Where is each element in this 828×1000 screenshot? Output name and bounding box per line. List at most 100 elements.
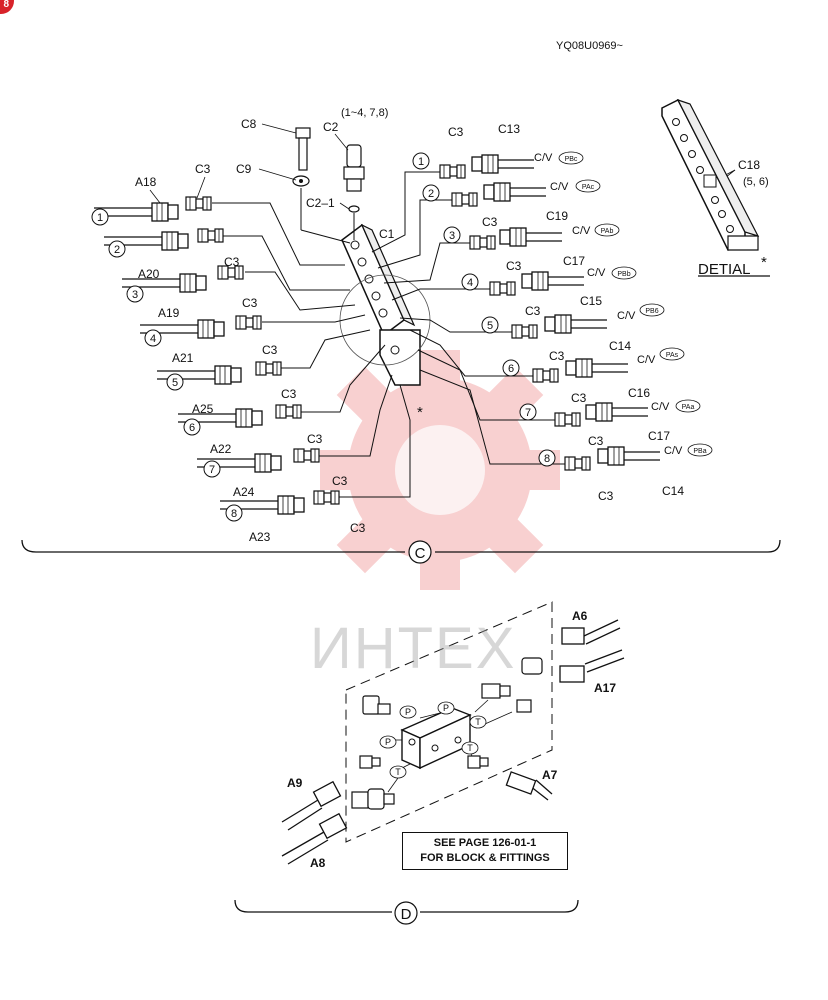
svg-text:2: 2 (114, 244, 120, 256)
svg-text:A25: A25 (192, 402, 214, 416)
svg-text:1: 1 (418, 156, 424, 168)
note-line-1: SEE PAGE 126-01-1 (433, 837, 537, 849)
note-line-2: FOR BLOCK & FITTINGS (420, 852, 550, 864)
svg-text:P: P (385, 737, 391, 747)
svg-text:C13: C13 (498, 122, 520, 136)
cv-port-labels: C/V PBc C/V PAc C/V PAb C/V PBb C/V PB6 … (534, 151, 713, 457)
svg-text:C3: C3 (549, 349, 565, 363)
section-d-part-labels: A6 A17 A7 A9 A8 (287, 609, 616, 870)
svg-text:PBa: PBa (693, 448, 706, 455)
svg-text:PAs: PAs (666, 352, 679, 359)
svg-text:C2: C2 (323, 120, 339, 134)
svg-text:C15: C15 (580, 294, 602, 308)
svg-text:A23: A23 (249, 530, 271, 544)
svg-text:A20: A20 (138, 267, 160, 281)
svg-text:4: 4 (467, 277, 473, 289)
svg-text:C3: C3 (525, 304, 541, 318)
svg-text:*: * (417, 404, 423, 421)
svg-text:T: T (475, 717, 481, 727)
svg-text:PBc: PBc (565, 156, 578, 163)
svg-text:PB6: PB6 (645, 308, 658, 315)
routing-lines-left (212, 202, 411, 498)
svg-text:C3: C3 (598, 489, 614, 503)
svg-text:PAb: PAb (601, 228, 614, 235)
svg-text:A8: A8 (310, 856, 326, 870)
svg-text:7: 7 (209, 464, 215, 476)
svg-text:C16: C16 (628, 386, 650, 400)
view-label-c: C (415, 545, 426, 562)
svg-text:PAa: PAa (682, 404, 695, 411)
svg-text:C3: C3 (350, 521, 366, 535)
bracket-c (21, 539, 781, 553)
svg-text:PAc: PAc (582, 184, 595, 191)
svg-text:(5, 6): (5, 6) (743, 176, 769, 188)
svg-text:C/V: C/V (587, 267, 606, 279)
svg-text:C/V: C/V (550, 181, 569, 193)
svg-text:C18: C18 (738, 158, 760, 172)
svg-text:PBb: PBb (617, 271, 630, 278)
svg-text:C19: C19 (546, 209, 568, 223)
svg-text:4: 4 (150, 333, 156, 345)
svg-text:8: 8 (544, 453, 550, 465)
svg-text:C3: C3 (281, 387, 297, 401)
svg-text:C/V: C/V (637, 354, 656, 366)
svg-text:2: 2 (428, 188, 434, 200)
svg-text:C9: C9 (236, 162, 252, 176)
drawing-code: YQ08U0969~ (556, 40, 623, 52)
svg-text:C/V: C/V (534, 152, 553, 164)
see-page-note: SEE PAGE 126-01-1 FOR BLOCK & FITTINGS (402, 832, 568, 870)
bracket-d (234, 899, 579, 913)
svg-text:C14: C14 (609, 339, 631, 353)
svg-text:A21: A21 (172, 351, 194, 365)
svg-text:(1~4, 7,8): (1~4, 7,8) (341, 107, 388, 119)
svg-text:6: 6 (508, 363, 514, 375)
svg-text:C3: C3 (571, 391, 587, 405)
svg-text:C14: C14 (662, 484, 684, 498)
svg-text:C1: C1 (379, 227, 395, 241)
view-label-d: D (401, 906, 412, 923)
svg-text:A22: A22 (210, 442, 232, 456)
watermark-text: ИНТЕХ (310, 616, 517, 681)
o-ring-c2-1 (348, 205, 360, 213)
detail-block-c18 (661, 98, 760, 251)
svg-text:C/V: C/V (651, 401, 670, 413)
svg-text:A19: A19 (158, 306, 180, 320)
svg-text:*: * (761, 254, 767, 271)
svg-text:P: P (405, 707, 411, 717)
left-port-numbers: 1 2 3 4 5 6 7 8 (91, 208, 243, 522)
svg-text:3: 3 (132, 289, 138, 301)
svg-text:C/V: C/V (664, 445, 683, 457)
svg-text:C3: C3 (332, 474, 348, 488)
svg-text:A24: A24 (233, 485, 255, 499)
svg-text:A6: A6 (572, 609, 588, 623)
bolt-c8 (295, 127, 311, 171)
section-c-part-labels: C8 C2 (1~4, 7,8) C9 C2–1 C1 C3 C3 C13 A1… (135, 107, 769, 544)
right-port-numbers: 1 2 3 4 5 6 7 8 (412, 152, 556, 467)
svg-text:C8: C8 (241, 117, 257, 131)
port-tags: P P P T T T (379, 701, 487, 779)
svg-text:C2–1: C2–1 (306, 196, 335, 210)
svg-text:A9: A9 (287, 776, 303, 790)
svg-text:T: T (467, 743, 473, 753)
svg-text:C3: C3 (506, 259, 522, 273)
svg-text:A17: A17 (594, 681, 616, 695)
svg-text:A7: A7 (542, 768, 558, 782)
svg-text:3: 3 (449, 230, 455, 242)
svg-text:C17: C17 (648, 429, 670, 443)
svg-text:T: T (395, 767, 401, 777)
svg-text:C17: C17 (563, 254, 585, 268)
svg-text:6: 6 (189, 422, 195, 434)
section-d-dashed-outline (345, 601, 553, 843)
watermark-gear-icon (320, 350, 560, 590)
svg-text:C3: C3 (482, 215, 498, 229)
svg-text:C3: C3 (195, 162, 211, 176)
svg-text:7: 7 (525, 407, 531, 419)
svg-text:C3: C3 (448, 125, 464, 139)
svg-text:5: 5 (487, 320, 493, 332)
svg-text:C3: C3 (588, 434, 604, 448)
svg-text:C/V: C/V (572, 225, 591, 237)
svg-text:P: P (443, 703, 449, 713)
section-d-hoses (281, 619, 625, 865)
